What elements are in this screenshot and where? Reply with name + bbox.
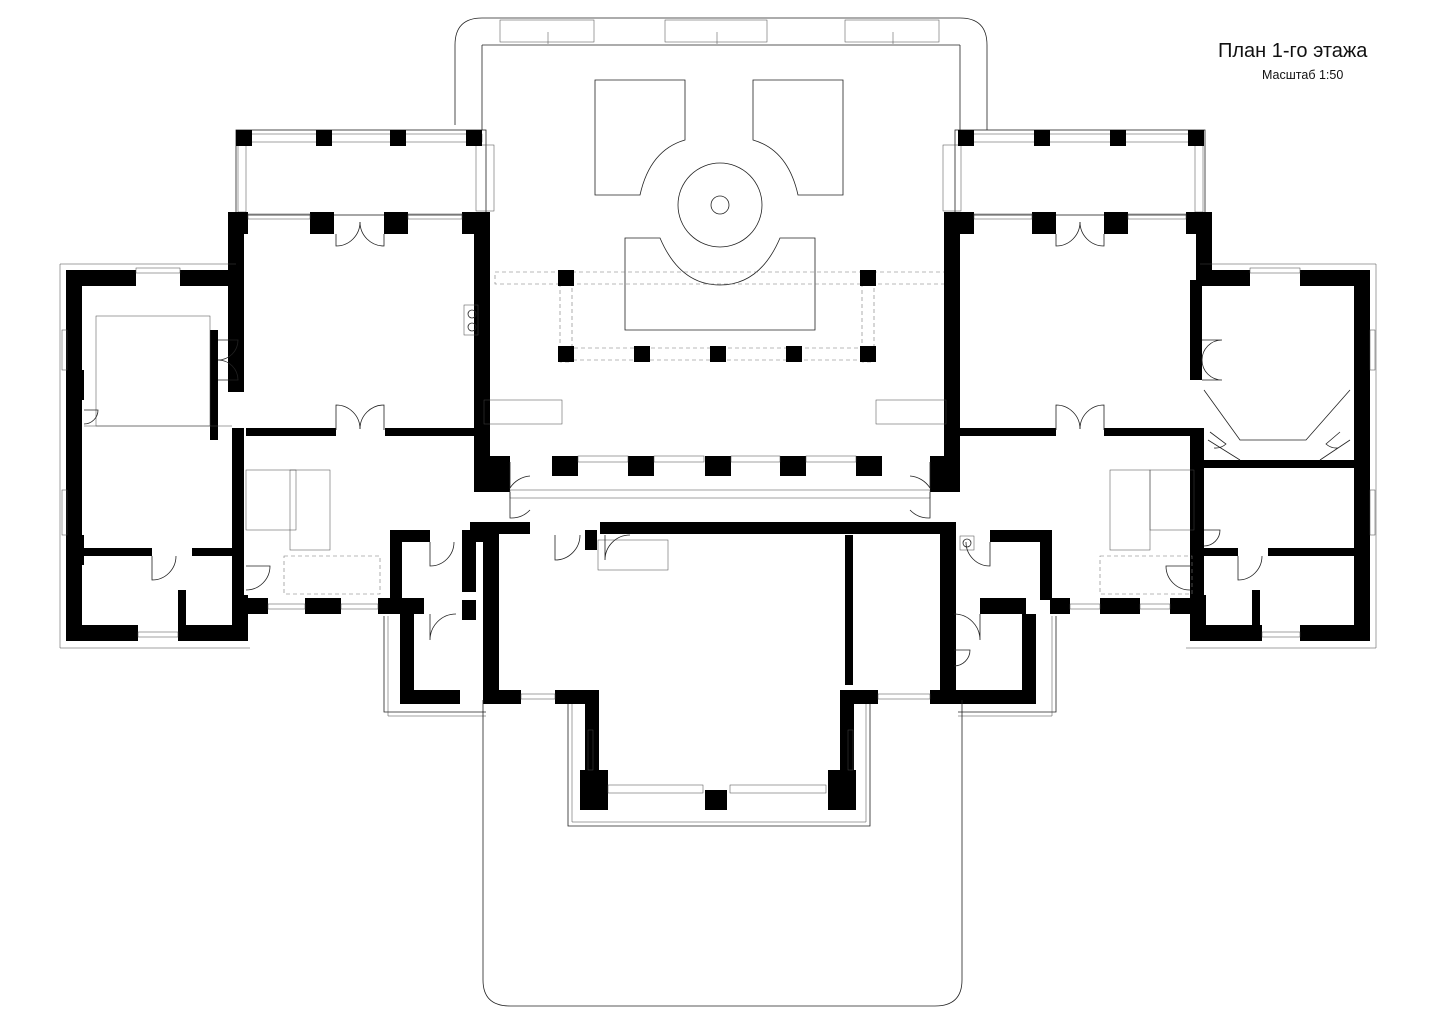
front-terrace — [482, 700, 963, 1007]
room-details — [84, 304, 1351, 595]
courtyard-garden — [594, 79, 844, 331]
building-walls — [66, 212, 1370, 810]
rear-terrace — [454, 17, 988, 130]
windows — [61, 213, 1376, 771]
pergola — [494, 270, 946, 363]
scale-label: Масштаб 1:50 — [1262, 68, 1344, 82]
door-swings — [83, 221, 1341, 667]
loggia-right — [942, 129, 1206, 216]
loggia-left — [235, 129, 495, 216]
outline-lines — [59, 263, 1377, 827]
plan-title: План 1-го этажа — [1218, 40, 1368, 62]
